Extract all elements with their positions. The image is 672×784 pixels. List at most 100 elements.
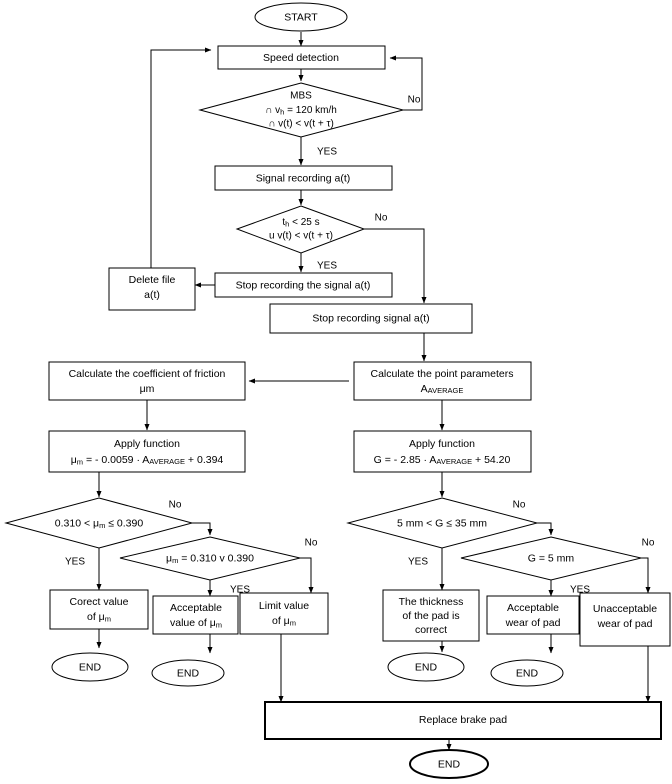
edge-murange-no [192, 522, 213, 536]
start-ellipse [254, 2, 348, 32]
edge-label-grange-no: No [513, 500, 526, 511]
node-replace-brake-pad[interactable]: Replace brake pad [264, 701, 662, 740]
mu-range-diamond [4, 497, 194, 549]
node-correct-value[interactable]: Corect value of μm [49, 589, 149, 630]
node-time-decision[interactable]: th < 25 s u v(t) < v(t + τ) [235, 205, 366, 254]
correct-value-label-line2: of μm [87, 611, 111, 624]
node-thickness-correct[interactable]: The thickness of the pad is correct [382, 589, 480, 642]
end-1-label: END [79, 661, 102, 673]
node-signal-recording[interactable]: Signal recording a(t) [214, 165, 393, 191]
mbs-label-line3: ∩ v(t) < v(t + τ) [268, 119, 334, 130]
calculate-friction-box [48, 361, 246, 401]
edge-label-grange-yes: YES [408, 557, 428, 568]
calculate-friction-label-line1: Calculate the coefficient of friction [69, 368, 226, 380]
edge-label-muequal-no: No [305, 538, 318, 549]
node-stop-recording-the-signal[interactable]: Stop recording the signal a(t) [214, 272, 393, 298]
thickness-label-line3: correct [415, 624, 447, 636]
end-4-ellipse [490, 659, 564, 687]
unacceptable-wear-box [579, 592, 671, 647]
mu-range-label: 0.310 < μm ≤ 0.390 [55, 517, 144, 530]
node-start[interactable]: START [254, 2, 348, 32]
node-calculate-friction[interactable]: Calculate the coefficient of friction μm [48, 361, 246, 401]
delete-file-label-line1: Delete file [129, 274, 176, 286]
acceptable-value-box [152, 595, 239, 635]
edge-label-murange-yes: YES [65, 557, 85, 568]
node-end-3[interactable]: END [387, 652, 465, 682]
node-g-equal-decision[interactable]: G = 5 mm [460, 536, 642, 581]
calculate-friction-label-line2: μm [140, 383, 155, 395]
node-acceptable-value[interactable]: Acceptable value of μm [152, 595, 239, 635]
node-delete-file[interactable]: Delete file a(t) [108, 267, 196, 311]
edge-gequal-no [641, 557, 651, 594]
time-diamond [235, 205, 366, 254]
acceptable-wear-label-line2: wear of pad [505, 617, 561, 629]
node-end-1[interactable]: END [51, 652, 129, 682]
g-range-diamond [346, 497, 539, 549]
node-speed-detection[interactable]: Speed detection [217, 45, 386, 70]
signal-recording-box [214, 165, 393, 191]
node-acceptable-wear[interactable]: Acceptable wear of pad [486, 595, 580, 635]
mbs-label-line2: ∩ vh = 120 km/h [265, 105, 337, 117]
end-2-ellipse [151, 659, 225, 687]
node-end-final[interactable]: END [409, 749, 489, 779]
edge-time-no [364, 228, 427, 304]
delete-file-label-line2: a(t) [144, 289, 160, 301]
thickness-label-line1: The thickness [399, 596, 464, 608]
edge-label-gequal-yes: YES [570, 585, 590, 596]
edge-label-murange-no: No [169, 500, 182, 511]
mbs-label-line1: MBS [290, 91, 312, 102]
replace-brake-pad-label: Replace brake pad [419, 714, 507, 726]
g-equal-diamond [460, 536, 642, 581]
end-final-label: END [438, 758, 461, 770]
edge-delete-loop [150, 47, 212, 268]
start-label: START [284, 11, 318, 23]
end-final-ellipse [409, 749, 489, 779]
edge-grange-no [537, 522, 554, 536]
calculate-point-parameters-box [353, 361, 532, 401]
end-3-label: END [415, 661, 438, 673]
delete-file-box [108, 267, 196, 311]
node-mu-equal-decision[interactable]: μm = 0.310 v 0.390 [119, 536, 301, 581]
apply-function-left-box [48, 430, 246, 473]
limit-value-label-line2: of μm [272, 615, 296, 628]
node-mu-range-decision[interactable]: 0.310 < μm ≤ 0.390 [4, 497, 194, 549]
node-limit-value[interactable]: Limit value of μm [239, 592, 329, 635]
node-end-2[interactable]: END [151, 659, 225, 687]
unacceptable-wear-label-line2: wear of pad [597, 618, 653, 630]
mu-equal-diamond [119, 536, 301, 581]
g-equal-label: G = 5 mm [528, 552, 575, 564]
time-label-line2: u v(t) < v(t + τ) [269, 231, 333, 242]
limit-value-label-line1: Limit value [259, 600, 309, 612]
node-apply-function-left[interactable]: Apply function μm = - 0.0059 · AAVERAGE … [48, 430, 246, 473]
unacceptable-wear-label-line1: Unacceptable [593, 603, 657, 615]
speed-detection-box [217, 45, 386, 70]
acceptable-value-label-line1: Acceptable [170, 602, 222, 614]
acceptable-wear-label-line1: Acceptable [507, 602, 559, 614]
node-end-4[interactable]: END [490, 659, 564, 687]
limit-value-box [239, 592, 329, 635]
node-apply-function-right[interactable]: Apply function G = - 2.85 · AAVERAGE + 5… [353, 430, 532, 473]
node-stop-recording-signal[interactable]: Stop recording signal a(t) [269, 303, 473, 334]
end-3-ellipse [387, 652, 465, 682]
stop-recording-the-signal-label: Stop recording the signal a(t) [236, 279, 371, 291]
acceptable-value-label-line2: value of μm [170, 617, 222, 630]
acceptable-wear-box [486, 595, 580, 635]
connectors [96, 32, 651, 751]
node-unacceptable-wear[interactable]: Unacceptable wear of pad [579, 592, 671, 647]
thickness-correct-box [382, 589, 480, 642]
edge-label-time-no: No [375, 213, 388, 224]
edge-mbs-no-loop [389, 55, 423, 111]
apply-function-right-box [353, 430, 532, 473]
apply-function-left-equation: μm = - 0.0059 · AAVERAGE + 0.394 [71, 454, 224, 467]
end-2-label: END [177, 667, 200, 679]
apply-function-right-equation: G = - 2.85 · AAVERAGE + 54.20 [374, 454, 511, 466]
speed-detection-label: Speed detection [263, 52, 339, 64]
edge-label-mbs-no: No [408, 95, 421, 106]
node-calculate-point-parameters[interactable]: Calculate the point parameters AAVERAGE [353, 361, 532, 401]
node-mbs-decision[interactable]: MBS ∩ vh = 120 km/h ∩ v(t) < v(t + τ) [198, 82, 405, 138]
signal-recording-label: Signal recording a(t) [256, 172, 351, 184]
edge-label-time-yes: YES [317, 261, 337, 272]
end-4-label: END [516, 667, 539, 679]
node-g-range-decision[interactable]: 5 mm < G ≤ 35 mm [346, 497, 539, 549]
